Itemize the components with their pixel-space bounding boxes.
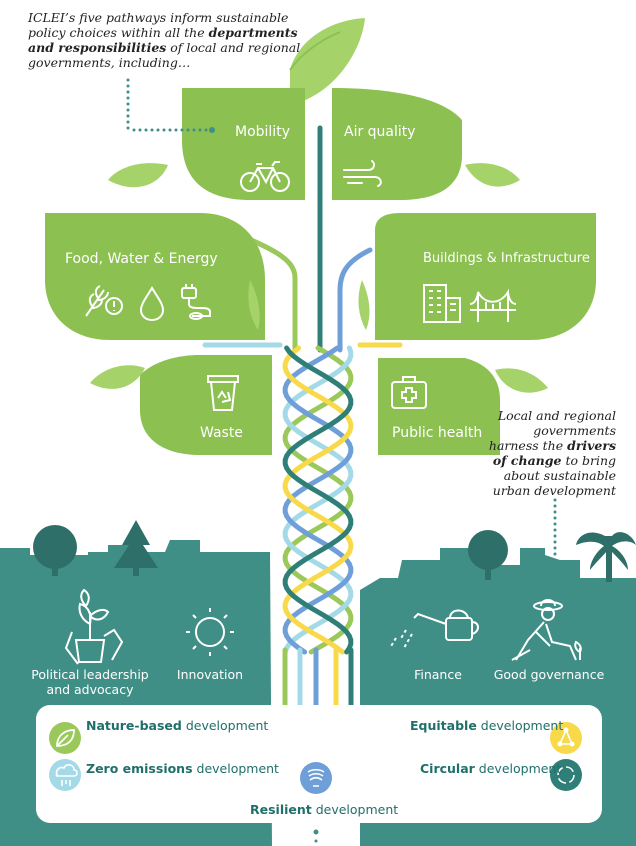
first-aid-kit-icon bbox=[391, 376, 427, 409]
intro-note-line: governments, including… bbox=[28, 55, 191, 70]
wheat-icon bbox=[85, 285, 123, 317]
department-food-water-energy: Food, Water & Energy bbox=[65, 251, 218, 267]
braided-trunk bbox=[282, 345, 354, 655]
drivers-note-line: urban development bbox=[492, 483, 616, 498]
recycle-bin-icon bbox=[207, 375, 239, 411]
intro-note-line: ICLEI’s five pathways inform sustainable bbox=[28, 10, 289, 25]
drivers-note-line: governments bbox=[533, 423, 616, 438]
intro-note-line: and responsibilities of local and region… bbox=[28, 40, 300, 55]
shield-wave-icon bbox=[300, 762, 332, 794]
drivers-note-text: harness the bbox=[488, 438, 568, 453]
intro-note-bold: departments bbox=[208, 25, 298, 40]
trees-right bbox=[468, 530, 636, 582]
drivers-note: Local and regional governments harness t… bbox=[489, 408, 616, 498]
intro-note: ICLEI’s five pathways inform sustainable… bbox=[28, 10, 300, 70]
pathway-bold: Circular bbox=[420, 761, 475, 776]
drivers-note-line: of change to bring bbox=[489, 453, 616, 468]
leaf-icon bbox=[49, 722, 81, 754]
drivers-note-bold: drivers bbox=[567, 438, 616, 453]
trees-left bbox=[33, 520, 158, 576]
pathway-resilient: Resilient development bbox=[250, 802, 398, 817]
drivers-note-bold: of change bbox=[492, 453, 562, 468]
pathway-text: development bbox=[311, 802, 399, 817]
pathway-text: development bbox=[181, 718, 269, 733]
driver-political-leadership: Political leadership and advocacy bbox=[28, 667, 152, 697]
network-icon bbox=[550, 722, 582, 754]
pathway-bold: Nature-based bbox=[86, 718, 182, 733]
pathway-circular: Circular development bbox=[420, 761, 561, 776]
braid-strand bbox=[282, 345, 354, 655]
bicycle-icon bbox=[240, 161, 290, 192]
water-drop-icon bbox=[139, 286, 165, 322]
drivers-note-line: harness the drivers bbox=[489, 438, 616, 453]
driver-label: Political leadership bbox=[31, 667, 149, 682]
pathway-equitable: Equitable development bbox=[410, 718, 563, 733]
braid-strand bbox=[282, 345, 354, 655]
department-buildings: Buildings & Infrastructure bbox=[423, 251, 590, 266]
intro-note-text: of local and regional bbox=[166, 40, 301, 55]
circular-arrows-icon bbox=[550, 759, 582, 791]
drivers-note-line: about sustainable bbox=[503, 468, 616, 483]
plug-icon bbox=[181, 284, 211, 320]
driver-good-governance: Good governance bbox=[493, 667, 605, 682]
department-air-quality: Air quality bbox=[344, 124, 416, 140]
pathway-bold: Zero emissions bbox=[86, 761, 193, 776]
gardener-icon bbox=[511, 599, 582, 661]
pathway-text: development bbox=[476, 718, 564, 733]
cloud-icon bbox=[49, 759, 81, 791]
wind-icon bbox=[343, 160, 382, 187]
pathway-bold: Resilient bbox=[250, 802, 312, 817]
pathway-nature-based: Nature-based development bbox=[86, 718, 268, 733]
department-public-health: Public health bbox=[392, 425, 483, 441]
plant-hands-icon bbox=[64, 588, 124, 665]
pathway-text: development bbox=[192, 761, 279, 776]
pathway-zero-emissions: Zero emissions development bbox=[86, 761, 279, 776]
bridge-icon bbox=[469, 288, 517, 322]
driver-finance: Finance bbox=[414, 667, 462, 682]
drivers-note-line: Local and regional bbox=[497, 408, 616, 423]
braid-strand bbox=[282, 345, 354, 655]
sun-icon bbox=[186, 608, 234, 656]
pathway-bold: Equitable bbox=[410, 718, 477, 733]
intro-note-line: policy choices within all the department… bbox=[28, 25, 300, 40]
intro-note-text: policy choices within all the bbox=[28, 25, 209, 40]
dotted-connectors bbox=[126, 78, 558, 843]
building-icon bbox=[423, 284, 461, 323]
braid-strand bbox=[282, 345, 354, 655]
driver-innovation: Innovation bbox=[176, 667, 244, 682]
braid-strand bbox=[282, 345, 354, 655]
watering-can-icon bbox=[389, 609, 479, 649]
pathway-text: development bbox=[474, 761, 562, 776]
drivers-note-text: to bring bbox=[561, 453, 616, 468]
department-mobility: Mobility bbox=[235, 124, 290, 140]
department-waste: Waste bbox=[200, 425, 243, 441]
driver-label: and advocacy bbox=[46, 682, 134, 697]
intro-note-bold: and responsibilities bbox=[28, 40, 167, 55]
